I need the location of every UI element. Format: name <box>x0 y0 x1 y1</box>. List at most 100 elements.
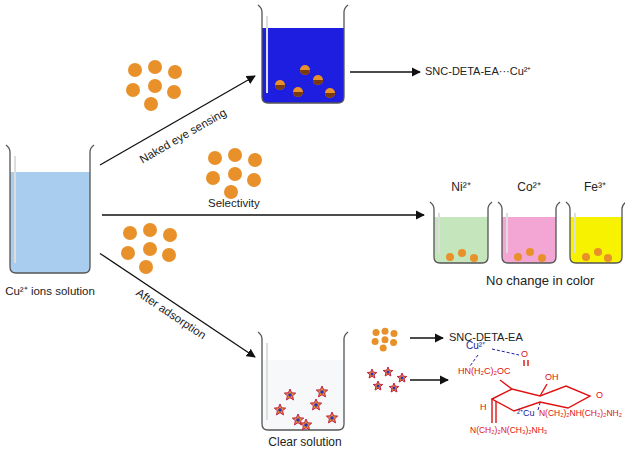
particle <box>144 97 158 111</box>
liquid <box>262 360 344 430</box>
text-label: N(CH₂)₂N(CH₃)₂NH₃ <box>470 426 547 435</box>
glass-shine <box>574 213 576 253</box>
particle-shade <box>300 70 310 75</box>
edge-label: After adsorption <box>132 285 210 343</box>
beaker <box>430 202 492 263</box>
particle <box>372 338 379 345</box>
beaker-label: Fe³⁺ <box>584 178 606 195</box>
particle <box>139 260 153 274</box>
beaker <box>6 145 94 273</box>
loaded-particle <box>397 373 407 382</box>
particle <box>148 60 162 74</box>
loaded-particle <box>310 399 321 410</box>
loaded-particle <box>393 387 396 390</box>
particle <box>126 83 140 97</box>
particle <box>380 344 387 351</box>
particle <box>458 249 466 257</box>
arrow-line <box>410 379 448 380</box>
particle <box>168 65 182 79</box>
particle <box>325 88 335 98</box>
beaker <box>258 5 348 103</box>
beaker-node: Ni²⁺ <box>430 178 492 268</box>
liquid <box>10 172 90 273</box>
particle <box>167 85 181 99</box>
text-label: Selectivity <box>208 197 260 210</box>
particle <box>275 80 285 90</box>
text-label: H <box>480 403 487 413</box>
beaker-outline <box>430 202 492 263</box>
particle <box>143 223 157 237</box>
connector-arrow <box>100 253 255 357</box>
particle <box>582 253 590 261</box>
text-label: No change in color <box>486 274 594 288</box>
particle <box>208 151 222 165</box>
loaded-particle <box>367 369 377 378</box>
particle <box>594 248 602 256</box>
beaker-label: Ni²⁺ <box>451 178 470 195</box>
particle <box>390 339 397 346</box>
loaded-particle <box>401 377 404 380</box>
beaker <box>498 202 560 263</box>
particle <box>162 248 176 262</box>
beaker-outline <box>498 202 560 263</box>
text-label: SNC-DETA-EA···Cu²⁺ <box>425 65 531 77</box>
text-label: O <box>596 391 603 401</box>
beaker-node: Fe³⁺ <box>566 178 624 268</box>
beaker-node: Cu²⁺ ions solution <box>0 140 100 300</box>
beaker-label: Clear solution <box>268 435 341 449</box>
loaded-particle <box>377 385 380 388</box>
particle <box>228 148 242 162</box>
liquid <box>262 28 344 103</box>
particle-shade <box>293 92 303 97</box>
loaded-particle <box>278 408 282 412</box>
particle-shade <box>313 80 323 85</box>
beaker-outline <box>6 145 94 273</box>
arrow-line <box>410 337 443 338</box>
particle <box>538 254 546 262</box>
particle <box>224 185 238 199</box>
loaded-particle <box>330 416 334 420</box>
particle <box>247 173 261 187</box>
loaded-particle <box>288 393 292 397</box>
particle <box>470 254 478 262</box>
text-label: SNC-DETA-EA <box>449 331 523 343</box>
loaded-particle <box>284 389 295 400</box>
particle <box>391 330 398 337</box>
particle <box>163 228 177 242</box>
text-label: OH <box>545 373 559 383</box>
text-label: ²⁺Cu <box>517 409 535 419</box>
beaker-label: Co²⁺ <box>517 178 540 195</box>
loaded-particle <box>387 371 390 374</box>
loaded-particle <box>326 412 337 423</box>
liquid <box>434 217 488 263</box>
glass-shine <box>266 16 268 93</box>
particle <box>228 167 242 181</box>
loaded-particle <box>300 419 311 430</box>
liquid <box>502 217 556 263</box>
particle <box>373 329 380 336</box>
loaded-particle <box>316 386 327 397</box>
glass-shine <box>14 156 16 263</box>
particle <box>123 226 137 240</box>
particle <box>604 254 612 262</box>
loaded-particle <box>314 403 318 407</box>
particle <box>206 171 220 185</box>
particle <box>526 248 534 256</box>
particle <box>248 153 262 167</box>
text-label: N(CH₂)₂NH(CH₂)₂NH₂ <box>539 409 622 418</box>
particle <box>300 65 310 75</box>
particle <box>121 246 135 260</box>
beaker-outline <box>258 5 348 103</box>
arrow-line <box>102 214 424 215</box>
particle <box>514 253 522 261</box>
beaker-node: Clear solution <box>255 330 355 451</box>
arrow-line <box>100 76 255 165</box>
particle <box>293 87 303 97</box>
loaded-particle <box>389 383 399 392</box>
loaded-particle <box>371 373 374 376</box>
text-label: Naked eye sensing <box>137 106 228 166</box>
loaded-particle <box>383 367 393 376</box>
particle <box>382 336 389 343</box>
text-label: HN(H₂C)₂OC <box>458 367 510 377</box>
particle <box>313 75 323 85</box>
